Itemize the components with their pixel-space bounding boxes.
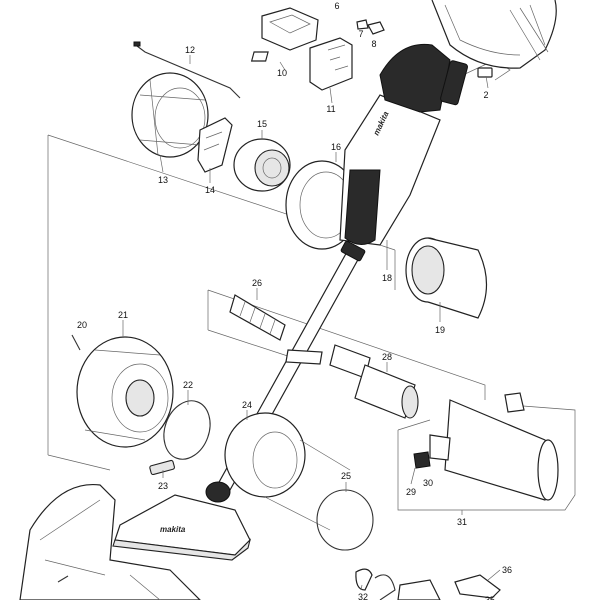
part-label-31: 31	[457, 517, 467, 527]
switch-plate	[261, 7, 319, 51]
part-label-18: 18	[382, 273, 392, 283]
outer-filter	[405, 237, 487, 319]
rear-housing	[431, 0, 557, 69]
seal-cap	[374, 574, 396, 600]
part-label-7: 7	[358, 29, 363, 39]
nozzle-housing	[19, 483, 201, 600]
small-switch	[367, 21, 385, 35]
fan-cover	[285, 160, 359, 250]
vacuum-main-body: makita	[339, 43, 468, 246]
part-label-32: 32	[358, 592, 368, 600]
cyclone-housing	[76, 336, 174, 448]
floor-nozzle: makita	[112, 481, 252, 561]
group-frame-dustcup	[397, 404, 576, 511]
dust-cup	[413, 392, 559, 501]
part-label-16: 16	[331, 142, 341, 152]
cable-connector	[133, 41, 141, 47]
part-label-24: 24	[242, 400, 252, 410]
motor-bracket	[197, 117, 233, 173]
part-label-23: 23	[158, 481, 168, 491]
part-label-12: 12	[185, 45, 195, 55]
nozzle-brand-logo: makita	[160, 525, 186, 534]
latch	[149, 459, 175, 476]
part-label-15: 15	[257, 119, 267, 129]
part-label-29: 29	[406, 487, 416, 497]
seal-ring	[163, 400, 211, 460]
part-label-13: 13	[158, 175, 168, 185]
motor	[233, 138, 291, 192]
part-label-26: 26	[252, 278, 262, 288]
cover-plate	[309, 37, 353, 91]
part-label-14: 14	[205, 185, 215, 195]
o-ring	[316, 489, 374, 551]
part-label-35: 35	[485, 595, 495, 600]
group-frame-filter	[207, 289, 486, 400]
release-button	[454, 574, 501, 599]
screw-bottom	[57, 575, 69, 583]
small-clip	[356, 19, 369, 30]
part-label-28: 28	[382, 352, 392, 362]
part-label-22: 22	[183, 380, 193, 390]
screw	[71, 334, 81, 351]
gasket	[355, 568, 373, 591]
part-label-10: 10	[277, 68, 287, 78]
part-label-21: 21	[118, 310, 128, 320]
leader-lines	[122, 55, 501, 591]
cable	[136, 45, 241, 99]
part-label-8: 8	[371, 39, 376, 49]
part-label-2: 2	[483, 90, 488, 100]
part-label-25: 25	[341, 471, 351, 481]
part-label-11: 11	[326, 104, 335, 114]
battery-clip	[477, 67, 493, 78]
spring-filter-holder	[229, 294, 286, 341]
nozzle-connector	[397, 579, 441, 600]
motor-housing	[131, 72, 209, 158]
part-label-19: 19	[435, 325, 445, 335]
pre-filter	[354, 364, 419, 419]
part-label-20: 20	[77, 320, 87, 330]
part-label-36: 36	[502, 565, 512, 575]
cyclone-inner	[224, 412, 351, 531]
group-frame-main	[47, 134, 396, 471]
part-label-6: 6	[334, 1, 339, 11]
part-label-30: 30	[423, 478, 433, 488]
label-sticker	[250, 51, 269, 62]
